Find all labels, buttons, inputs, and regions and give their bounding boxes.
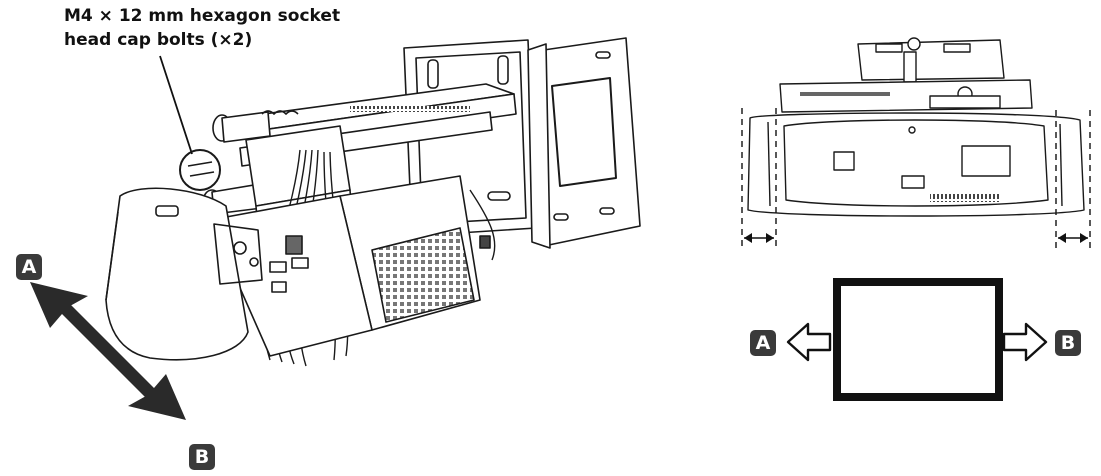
direction-arrow-screen-right: [1002, 322, 1048, 362]
bolt-callout-label: M4 × 12 mm hexagon socket head cap bolts…: [64, 4, 340, 52]
projector-front: [105, 187, 309, 361]
screen-frame: [833, 278, 1003, 401]
badge-a-left: A: [16, 254, 42, 280]
hinged-plate: [527, 37, 641, 249]
dashed-guides: [741, 108, 1091, 248]
bolt-callout-circle: [179, 149, 221, 191]
callout-line-2: head cap bolts (×2): [64, 30, 253, 50]
badge-b-left: B: [189, 444, 215, 470]
callout-line-1: M4 × 12 mm hexagon socket: [64, 6, 341, 26]
projector-body: [209, 175, 481, 357]
direction-arrow-screen-left: [786, 322, 832, 362]
badge-b-right: B: [1055, 330, 1081, 356]
width-arrows: [744, 233, 1088, 243]
direction-arrow-ab-left: [30, 282, 186, 420]
projector-top-view: [747, 37, 1085, 217]
callout-leader-line: [159, 55, 193, 155]
projector-mount-illustration: [105, 37, 641, 367]
badge-a-right: A: [750, 330, 776, 356]
